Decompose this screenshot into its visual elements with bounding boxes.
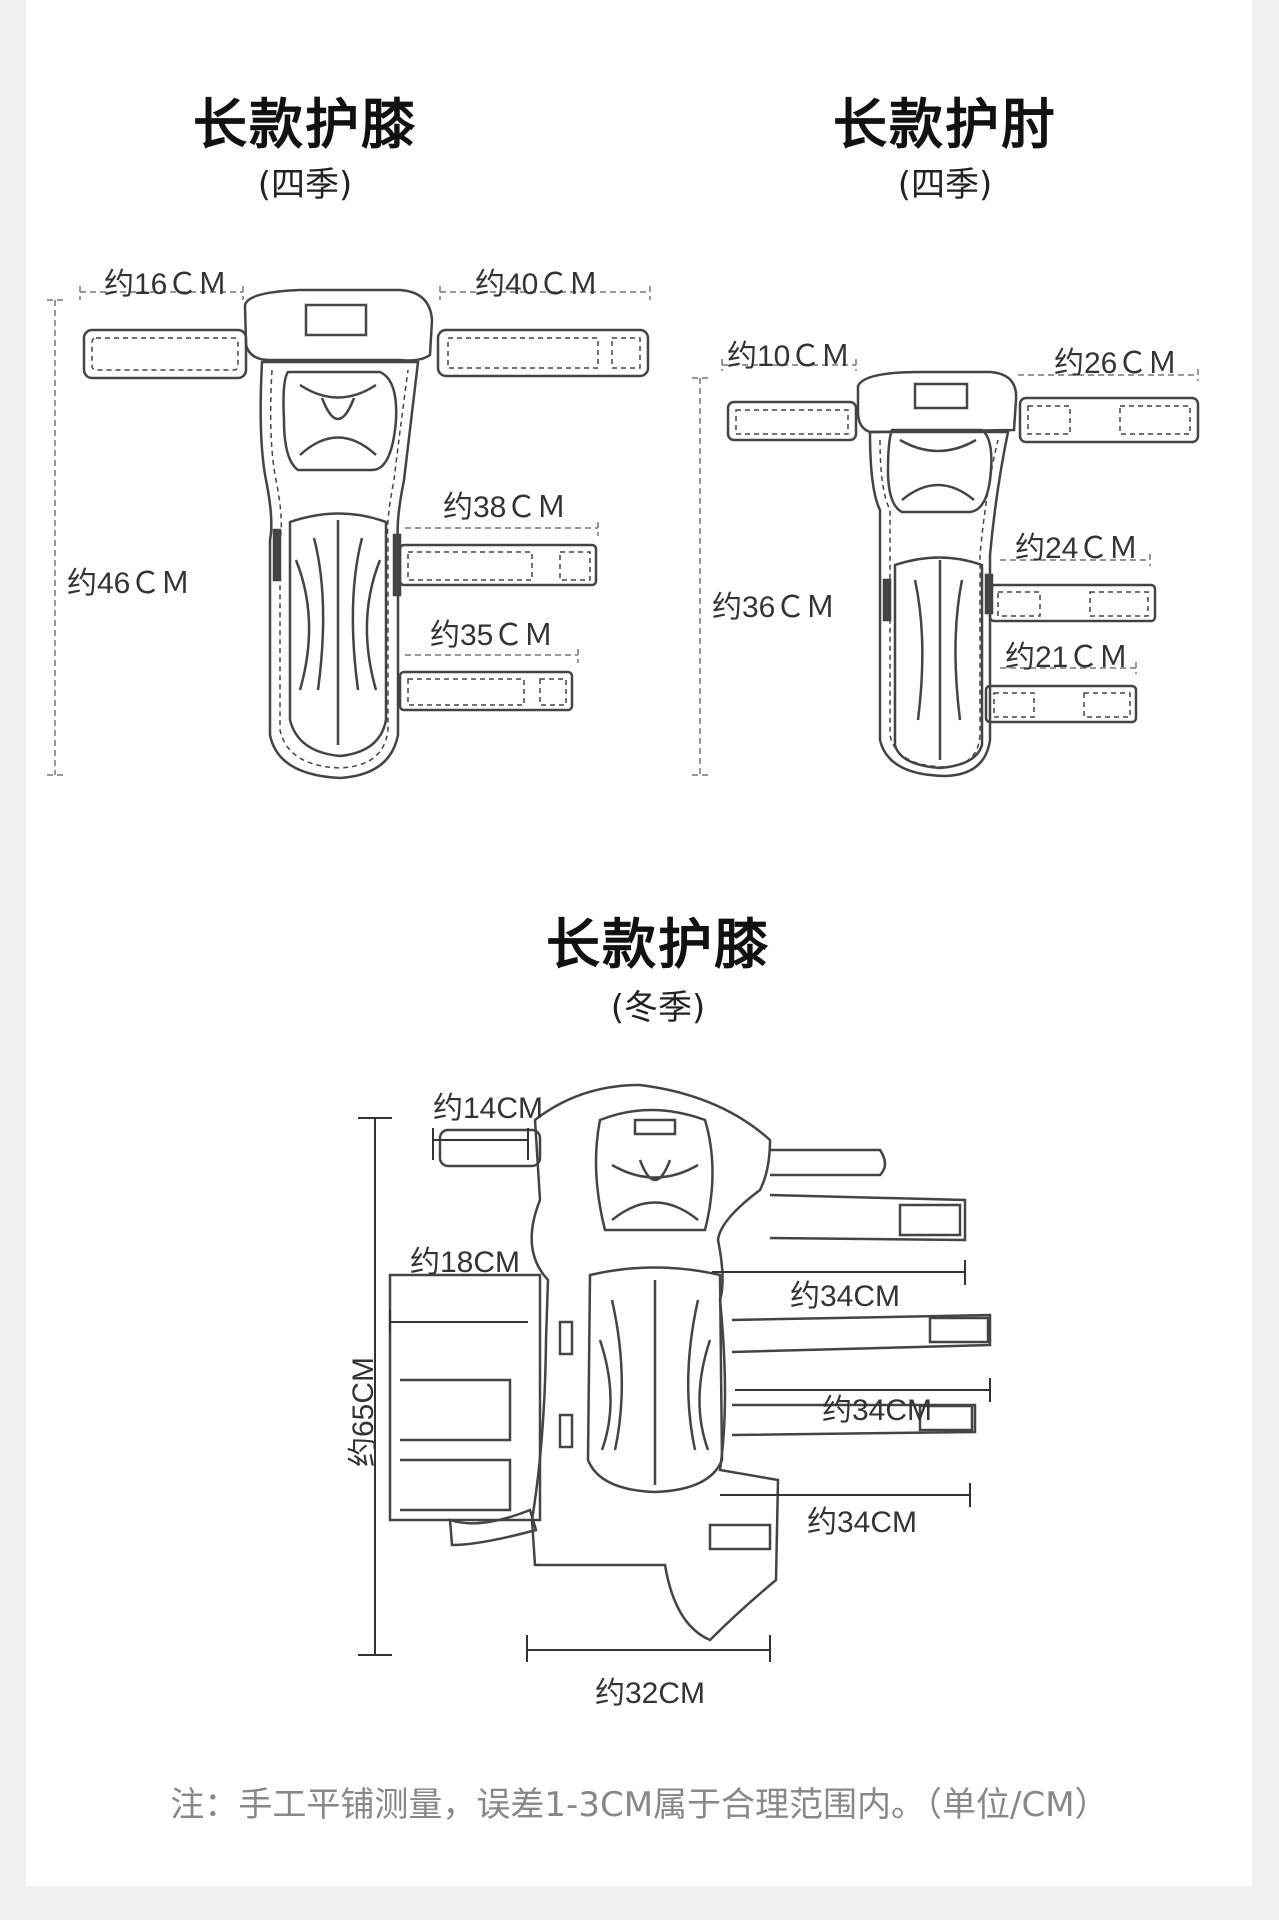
- knee-winter-dim-height: 约65CM: [347, 1356, 381, 1468]
- knee-winter-dim-calf: 约18CM: [410, 1246, 521, 1279]
- knee-winter-dim-strap3: 约34CM: [807, 1506, 918, 1539]
- content-panel: [26, 0, 1252, 1886]
- knee-four-subtitle: (四季): [257, 165, 353, 205]
- elbow-four-dim-strap1: 约24ＣＭ: [1015, 532, 1139, 565]
- elbow-four-dim-strap2: 约21ＣＭ: [1005, 641, 1129, 674]
- elbow-four-dim-top-left: 约10ＣＭ: [727, 340, 851, 373]
- knee-winter-subtitle: (冬季): [610, 988, 706, 1028]
- knee-four-dim-top-right: 约40ＣＭ: [475, 268, 599, 301]
- knee-four-dim-strap2: 约35ＣＭ: [430, 619, 554, 652]
- elbow-four-drawing: [726, 370, 1200, 778]
- knee-four-drawing: [82, 288, 650, 780]
- knee-winter-dim-top-strap: 约14CM: [433, 1092, 544, 1125]
- knee-winter-dim-strap2: 约34CM: [822, 1394, 933, 1427]
- knee-four-dim-strap1: 约38ＣＭ: [443, 491, 567, 524]
- knee-winter-title: 长款护膝: [546, 913, 770, 976]
- elbow-four-dim-top-right: 约26ＣＭ: [1054, 347, 1178, 380]
- knee-winter-drawing: [388, 1083, 992, 1642]
- knee-winter-dim-strap1: 约34CM: [790, 1280, 901, 1313]
- elbow-four-title: 长款护肘: [833, 93, 1057, 156]
- elbow-four-subtitle: (四季): [897, 165, 993, 205]
- knee-four-dim-height: 约46ＣＭ: [67, 567, 191, 600]
- knee-winter-dim-width: 约32CM: [595, 1677, 706, 1710]
- knee-four-dim-top-left: 约16ＣＭ: [104, 268, 228, 301]
- measurement-note: 注：手工平铺测量，误差1-3CM属于合理范围内。（单位/CM）: [170, 1785, 1109, 1825]
- elbow-four-dim-height: 约36ＣＭ: [712, 591, 836, 624]
- knee-four-title: 长款护膝: [193, 93, 417, 156]
